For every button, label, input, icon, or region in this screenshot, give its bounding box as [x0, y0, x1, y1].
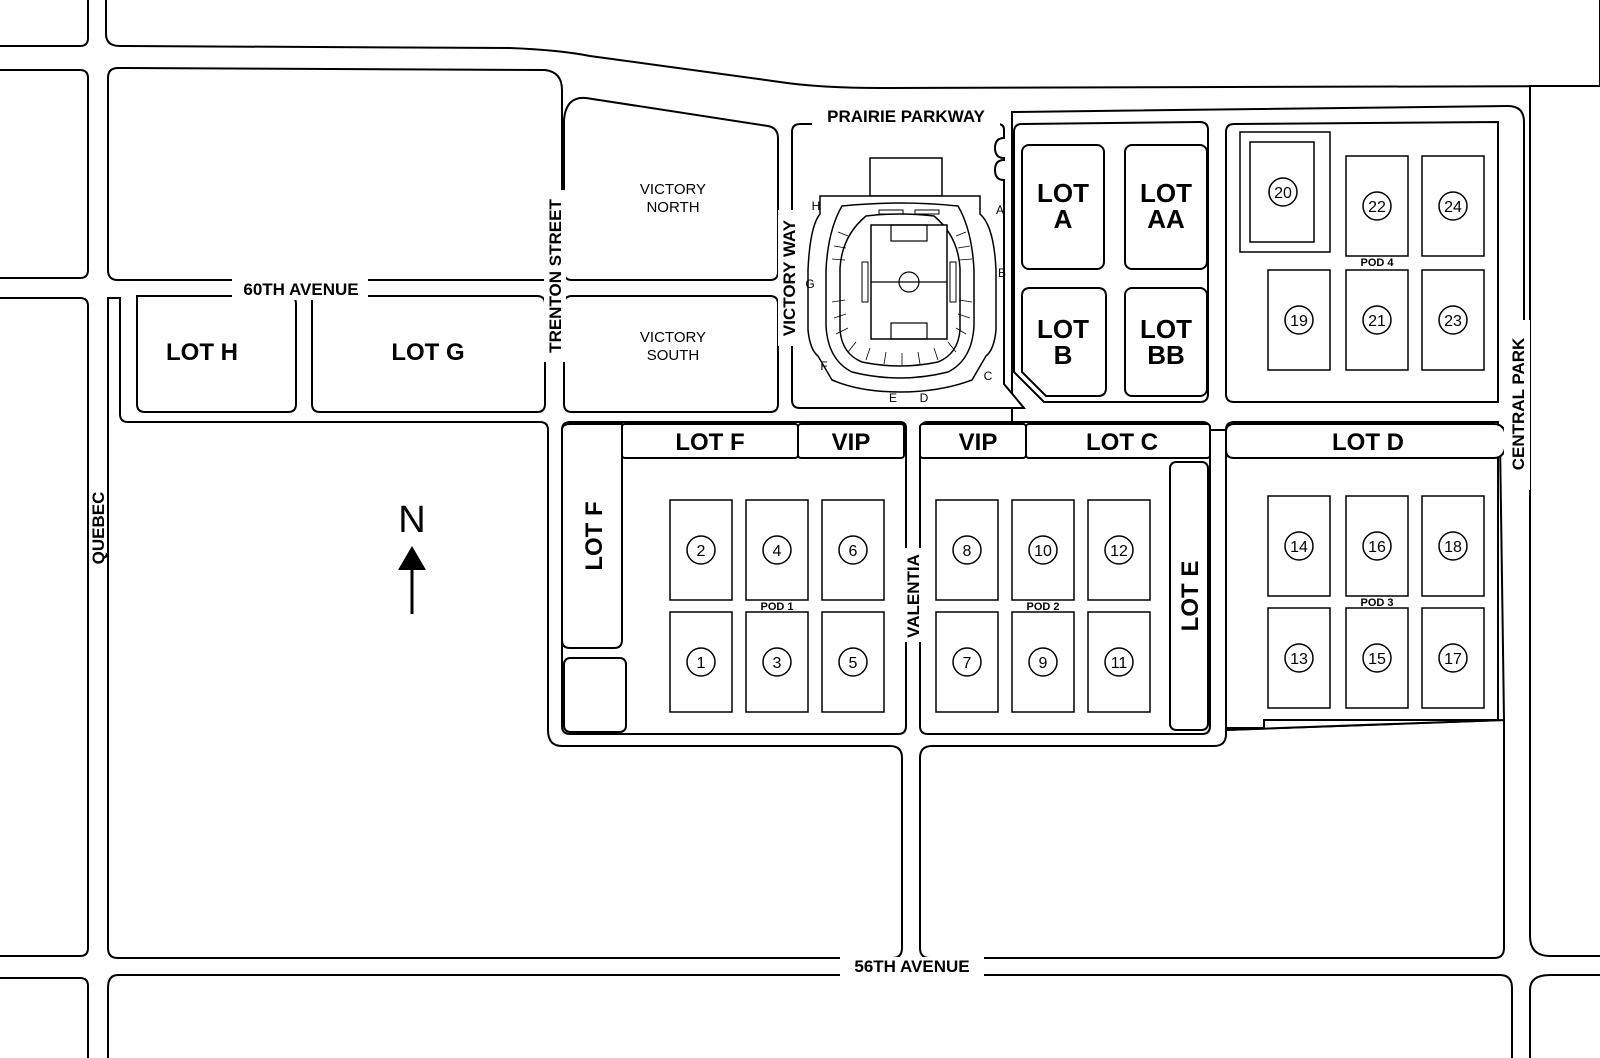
- pod2-label: POD 2: [1026, 601, 1059, 613]
- lot-f-side-area: [561, 423, 623, 649]
- trenton-street-label: TRENTON STREET: [546, 199, 565, 353]
- lot-e-area: [1169, 461, 1209, 731]
- field-8-label: 8: [963, 543, 972, 560]
- block-right-lower: [1529, 974, 1600, 1058]
- field-5-label: 5: [849, 655, 858, 672]
- block-south-central: [107, 297, 903, 959]
- vip-right-label: VIP: [959, 429, 998, 456]
- lot-bb-label-line2: BB: [1147, 340, 1185, 370]
- field-17-label: 17: [1444, 651, 1462, 668]
- prairie-parkway-label: PRAIRIE PARKWAY: [827, 107, 985, 126]
- lot-g-area: [311, 295, 546, 413]
- gate-g: G: [805, 277, 814, 291]
- field-2-label: 2: [697, 543, 706, 560]
- victory-south-label-line2: SOUTH: [647, 347, 700, 364]
- vip-left-area: [797, 423, 905, 459]
- north-label: N: [398, 499, 425, 541]
- block-left-bottom: [0, 977, 89, 1058]
- lot-bb-label-line1: LOT: [1140, 314, 1192, 344]
- lot-e-label: LOT E: [1177, 561, 1204, 632]
- gate-f: F: [820, 359, 827, 373]
- field-4-label: 4: [773, 543, 782, 560]
- block-right-upper: [1529, 85, 1600, 957]
- lot-f-side-label: LOT F: [581, 501, 608, 570]
- lot-d-label: LOT D: [1332, 429, 1404, 456]
- victory-north-label-line1: VICTORY: [640, 181, 706, 198]
- field-number-circles: [686, 177, 1468, 677]
- pod4-label: POD 4: [1360, 257, 1394, 269]
- field-7-label: 7: [963, 655, 972, 672]
- field-19-label: 19: [1290, 313, 1308, 330]
- field-24-label: 24: [1444, 199, 1462, 216]
- field-6-label: 6: [849, 543, 858, 560]
- block-left-middle: [0, 297, 89, 957]
- lot-aa-label-line1: LOT: [1140, 178, 1192, 208]
- fiftysixth-avenue-label: 56TH AVENUE: [854, 957, 969, 976]
- gate-c: C: [984, 369, 993, 383]
- lot-a-area: [1021, 144, 1105, 270]
- pod1-label: POD 1: [760, 601, 793, 613]
- field-15-label: 15: [1368, 651, 1386, 668]
- victory-north-area: [563, 96, 779, 281]
- block-left-upper: [0, 69, 89, 279]
- lot-aa-area: [1124, 144, 1208, 270]
- lot-h-label: LOT H: [166, 339, 238, 366]
- gate-b: B: [998, 266, 1006, 280]
- field-1-label: 1: [697, 655, 706, 672]
- field-16-label: 16: [1368, 539, 1386, 556]
- block-bottom-strip: [107, 974, 1513, 1058]
- block-north-west: [107, 66, 563, 281]
- field-20-label: 20: [1274, 185, 1292, 202]
- lot-b-area: [1021, 287, 1107, 397]
- field-14-label: 14: [1290, 539, 1308, 556]
- quebec-label: QUEBEC: [89, 492, 108, 565]
- block-top-long: [105, 0, 1600, 90]
- stadium-icon: [807, 157, 997, 393]
- gate-d: D: [920, 391, 929, 405]
- field-21-label: 21: [1368, 313, 1386, 330]
- victory-north-label-line2: NORTH: [646, 199, 699, 216]
- field-13-label: 13: [1290, 651, 1308, 668]
- victory-way-label: VICTORY WAY: [780, 219, 799, 336]
- gate-e: E: [889, 391, 897, 405]
- lot-bb-area: [1124, 287, 1208, 397]
- lot-b-label-line2: B: [1054, 340, 1073, 370]
- lot-a-label-line2: A: [1054, 204, 1073, 234]
- block-far-top-left: [0, 0, 89, 47]
- lot-g-label: LOT G: [391, 339, 464, 366]
- field-11-label: 11: [1111, 655, 1128, 672]
- field-18-label: 18: [1444, 539, 1462, 556]
- pod3-label: POD 3: [1360, 597, 1393, 609]
- lot-f-top-label: LOT F: [675, 429, 744, 456]
- field-12-label: 12: [1110, 543, 1128, 560]
- field-3-label: 3: [773, 655, 782, 672]
- field-23-label: 23: [1444, 313, 1462, 330]
- victory-south-label-line1: VICTORY: [640, 329, 706, 346]
- vip-left-label: VIP: [832, 429, 871, 456]
- lot-b-label-line1: LOT: [1037, 314, 1089, 344]
- field-10-label: 10: [1034, 543, 1052, 560]
- valentia-label: VALENTIA: [904, 554, 923, 638]
- lot-aa-label-line2: AA: [1147, 204, 1185, 234]
- block-south-east: [919, 718, 1505, 959]
- gate-a: A: [996, 203, 1004, 217]
- lot-c-area: [1025, 423, 1211, 459]
- lot-a-label-line1: LOT: [1037, 178, 1089, 208]
- lot-c-label: LOT C: [1086, 429, 1158, 456]
- lot-f-small-area: [563, 657, 627, 733]
- field-9-label: 9: [1039, 655, 1048, 672]
- field-22-label: 22: [1368, 199, 1386, 216]
- sixtieth-avenue-label: 60TH AVENUE: [243, 280, 358, 299]
- north-arrow-icon: N: [398, 499, 426, 614]
- central-park-label: CENTRAL PARK: [1509, 337, 1528, 470]
- gate-h: H: [812, 199, 821, 213]
